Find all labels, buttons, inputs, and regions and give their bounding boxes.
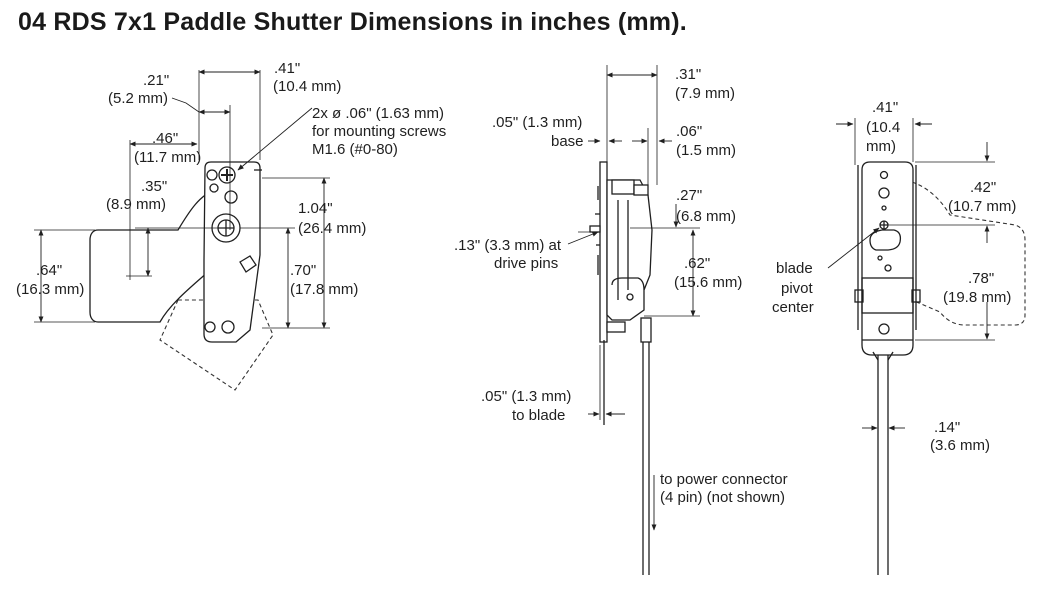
- dim-006-mm: (1.5 mm): [676, 142, 736, 159]
- pivot-line2: pivot: [781, 280, 814, 297]
- dim-005-blade: .05" (1.3 mm): [481, 388, 571, 405]
- dim-041-mm: (10.4 mm): [273, 78, 341, 95]
- dim-070-in: .70": [290, 262, 316, 279]
- dim-035-mm: (8.9 mm): [106, 196, 166, 213]
- dim-046-mm: (11.7 mm): [134, 149, 201, 166]
- dim-031-in: .31": [675, 66, 701, 83]
- dim-027-mm: (6.8 mm): [676, 208, 736, 225]
- holes-line3: M1.6 (#0-80): [312, 141, 398, 158]
- dim-027-in: .27": [676, 187, 702, 204]
- dim-064-in: .64": [36, 262, 62, 279]
- page-title: 04 RDS 7x1 Paddle Shutter Dimensions in …: [18, 8, 687, 36]
- dim-035-in: .35": [141, 178, 167, 195]
- back-view-dimensions: [827, 118, 995, 435]
- shutter-back-view: [854, 161, 1026, 575]
- holes-line2: for mounting screws: [312, 123, 446, 140]
- back-dim-014-mm: (3.6 mm): [930, 437, 990, 454]
- dim-021-mm: (5.2 mm): [108, 90, 168, 107]
- side-view-dimensions: [567, 65, 700, 531]
- dim-021-in: .21": [143, 72, 169, 89]
- shutter-front-view: [89, 161, 274, 391]
- dim-041-in: .41": [274, 60, 300, 77]
- power-line1: to power connector: [660, 471, 788, 488]
- back-dim-014-in: .14": [934, 419, 960, 436]
- front-view-dimensions: [34, 69, 330, 329]
- dim-046-in: .46": [152, 130, 178, 147]
- pivot-line1: blade: [776, 260, 813, 277]
- dim-013-line1: .13" (3.3 mm) at: [454, 237, 562, 254]
- back-dim-042-in: .42": [970, 179, 996, 196]
- back-dim-042-mm: (10.7 mm): [948, 198, 1016, 215]
- dim-013-line2: drive pins: [494, 255, 558, 272]
- to-blade-label: to blade: [512, 407, 565, 424]
- dim-062-in: .62": [684, 255, 710, 272]
- back-dim-041-in: .41": [872, 99, 898, 116]
- back-dim-041-mm1: (10.4: [866, 119, 900, 136]
- dim-062-mm: (15.6 mm): [674, 274, 742, 291]
- dim-104-in: 1.04": [298, 200, 333, 217]
- dim-005-base: .05" (1.3 mm): [492, 114, 582, 131]
- back-dim-078-in: .78": [968, 270, 994, 287]
- power-line2: (4 pin) (not shown): [660, 489, 785, 506]
- dim-064-mm: (16.3 mm): [16, 281, 84, 298]
- dim-104-mm: (26.4 mm): [298, 220, 366, 237]
- dim-031-mm: (7.9 mm): [675, 85, 735, 102]
- dim-070-mm: (17.8 mm): [290, 281, 358, 298]
- pivot-line3: center: [772, 299, 814, 316]
- base-label: base: [551, 133, 584, 150]
- shutter-side-view: [589, 161, 653, 575]
- back-dim-041-mm2: mm): [866, 138, 896, 155]
- holes-line1: 2x ø .06" (1.63 mm): [312, 105, 444, 122]
- back-dim-078-mm: (19.8 mm): [943, 289, 1011, 306]
- dim-006-in: .06": [676, 123, 702, 140]
